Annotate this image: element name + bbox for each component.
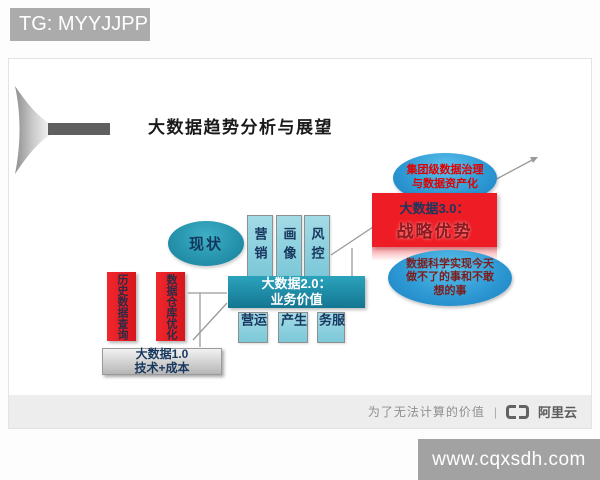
bigdata-2-line1: 大数据2.0：: [261, 276, 332, 292]
pillar-operations-label: 运营: [239, 313, 267, 328]
bigdata-1-line2: 技术+成本: [134, 360, 190, 375]
pillar-service: 服务: [317, 312, 345, 343]
pillar-warehouse-optimization-label: 数据仓库优化: [165, 273, 177, 340]
slide-title: 大数据趋势分析与展望: [148, 118, 333, 137]
pillar-production: 生产: [278, 312, 308, 343]
pillar-history-query: 历史数据查询: [107, 272, 136, 341]
pillar-warehouse-optimization: 数据仓库优化: [156, 272, 185, 341]
science-line3: 想的事: [433, 284, 467, 297]
footer-bar: 为了无法计算的价值 | 阿里云: [9, 395, 591, 428]
bigdata-2-line2: 业务价值: [270, 292, 323, 307]
status-ellipse: 现状: [168, 221, 244, 266]
site-watermark: www.cqxsdh.com: [418, 439, 600, 480]
pillar-history-query-label: 历史数据查询: [116, 273, 128, 340]
pillar-marketing-label: 营销: [252, 227, 268, 265]
governance-line1: 集团级数据治理: [406, 164, 484, 177]
bigdata-1-line1: 大数据1.0: [135, 347, 189, 362]
footer-slogan: 为了无法计算的价值: [367, 405, 485, 419]
pillar-profile-label: 画像: [281, 227, 297, 265]
science-line1: 数据科学实现今天: [406, 258, 494, 271]
pillar-service-label: 服务: [317, 313, 345, 328]
pillar-marketing: 营销: [247, 215, 273, 277]
science-line2: 做不了的事和不敢: [406, 271, 494, 284]
bigdata-3-box: 大数据3.0： 战略优势: [372, 193, 497, 247]
bigdata-3-line1: 大数据3.0：: [399, 201, 470, 216]
aliyun-brand: 阿里云: [537, 405, 577, 420]
pillar-risk-control: 风控: [304, 215, 330, 277]
tg-watermark-label: TG: MYYJJPP: [10, 8, 150, 41]
status-label: 现状: [188, 236, 223, 253]
governance-line2: 与数据资产化: [412, 178, 478, 190]
bigdata-3-line2: 战略优势: [396, 222, 473, 241]
footer-divider: |: [493, 404, 497, 419]
bigdata-1-box: 大数据1.0 技术+成本: [102, 348, 222, 375]
pillar-production-label: 生产: [279, 313, 307, 328]
aliyun-bracket-left: [505, 404, 516, 419]
science-ellipse: 数据科学实现今天 做不了的事和不敢 想的事: [388, 250, 512, 306]
pillar-risk-control-label: 风控: [309, 227, 325, 265]
pillar-profile: 画像: [276, 215, 302, 277]
funnel-icon: [15, 86, 110, 174]
pillar-operations: 运营: [238, 312, 268, 343]
bigdata-2-box: 大数据2.0： 业务价值: [228, 276, 365, 308]
aliyun-logo-icon: [505, 404, 529, 419]
aliyun-bracket-right: [518, 404, 529, 419]
